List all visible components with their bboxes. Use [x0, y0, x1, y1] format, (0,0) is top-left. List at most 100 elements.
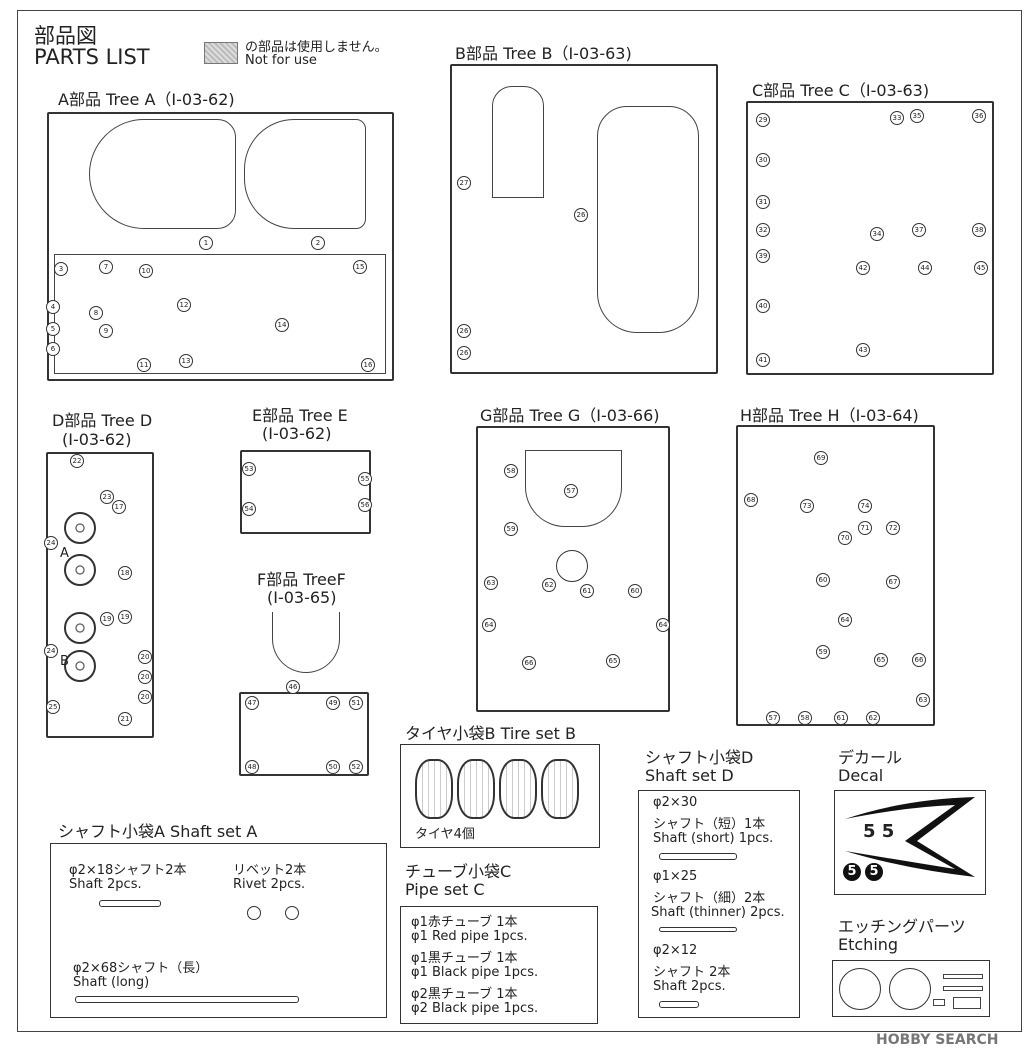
decal-sheet: 5 5 5 5 — [834, 790, 986, 895]
part-number-39: 39 — [756, 249, 770, 263]
tree-d-title: D部品 Tree D — [52, 411, 153, 430]
shaft-en: Shaft 2pcs. — [653, 979, 726, 994]
pipe-c-title-jp: チューブ小袋C — [405, 862, 512, 881]
part-number-32: 32 — [756, 223, 770, 237]
part-number-1: 1 — [199, 236, 213, 250]
decal-circle-number: 5 — [843, 863, 861, 881]
part-number-49: 49 — [326, 696, 340, 710]
part-number-40: 40 — [756, 299, 770, 313]
decal-title-jp: デカール — [838, 748, 903, 767]
shaft-thin — [659, 927, 737, 932]
part-number-23: 23 — [100, 490, 114, 504]
pipe-line: φ1 Red pipe 1pcs. — [411, 929, 528, 944]
shaft-en: Shaft (short) 1pcs. — [653, 831, 774, 846]
sheet-frame — [17, 10, 1022, 1032]
label-a: A — [60, 546, 69, 561]
part-number-4: 4 — [46, 300, 60, 314]
etching-title-jp: エッチングパーツ — [838, 917, 966, 936]
etching-sheet — [832, 960, 990, 1017]
tree-c-title: C部品 Tree C（I-03-63) — [752, 81, 930, 100]
rivet — [285, 906, 299, 920]
tire — [415, 759, 453, 819]
part-number-48: 48 — [245, 760, 259, 774]
part-number-24: 24 — [44, 644, 58, 658]
part-number-12: 12 — [177, 298, 191, 312]
tire-set-title: タイヤ小袋B Tire set B — [405, 724, 576, 743]
shaft-size: φ2×12 — [653, 943, 698, 958]
wheel — [64, 554, 96, 586]
part-number-2: 2 — [311, 236, 325, 250]
part-number-50: 50 — [326, 760, 340, 774]
canopy-part-46 — [272, 612, 340, 673]
part-57 — [525, 450, 622, 527]
part-number-19: 19 — [100, 612, 114, 626]
part-number-34: 34 — [870, 227, 884, 241]
part-number-21: 21 — [118, 712, 132, 726]
part-number-55: 55 — [358, 472, 372, 486]
pipe-line: φ2黒チューブ 1本 — [411, 987, 518, 1002]
part-number-61: 61 — [834, 711, 848, 725]
part-number-69: 69 — [814, 451, 828, 465]
shaft-a-box: φ2×18シャフト2本 Shaft 2pcs. リベット2本 Rivet 2pc… — [50, 843, 387, 1018]
part-number-5: 5 — [46, 322, 60, 336]
rivet-en: Rivet 2pcs. — [233, 877, 306, 892]
part-number-56: 56 — [358, 498, 372, 512]
part-number-59: 59 — [504, 522, 518, 536]
part-number-25: 25 — [46, 700, 60, 714]
part-number-47: 47 — [245, 696, 259, 710]
shaft-a-item1-jp: φ2×18シャフト2本 — [69, 863, 187, 878]
tree-a-lower — [54, 254, 386, 374]
part-number-9: 9 — [99, 324, 113, 338]
part-number-68: 68 — [744, 493, 758, 507]
part-number-45: 45 — [974, 261, 988, 275]
shaft-a-item3-en: Shaft (long) — [73, 975, 150, 990]
part-number-42: 42 — [856, 261, 870, 275]
sprue-ring — [556, 550, 588, 582]
part-number-14: 14 — [275, 318, 289, 332]
shaft-d-title-jp: シャフト小袋D — [645, 748, 754, 767]
tree-e-title: E部品 Tree E — [252, 406, 348, 425]
part-number-66: 66 — [522, 656, 536, 670]
part-number-61: 61 — [580, 584, 594, 598]
etched-plate — [953, 997, 981, 1009]
part-number-64: 64 — [838, 613, 852, 627]
part-number-57: 57 — [564, 484, 578, 498]
part-number-26: 26 — [574, 208, 588, 222]
part-number-63: 63 — [916, 693, 930, 707]
shaft-short — [659, 853, 737, 860]
shaft-12 — [659, 1001, 699, 1008]
tire — [541, 759, 579, 819]
part-number-51: 51 — [349, 696, 363, 710]
part-number-11: 11 — [137, 358, 151, 372]
part-27 — [492, 86, 544, 198]
part-number-36: 36 — [972, 109, 986, 123]
part-number-22: 22 — [70, 454, 84, 468]
legend-en: Not for use — [245, 53, 317, 68]
rivet-jp: リベット2本 — [233, 863, 307, 878]
part-number-33: 33 — [890, 111, 904, 125]
part-number-26: 26 — [457, 324, 471, 338]
etched-plate — [933, 999, 945, 1006]
title-en: PARTS LIST — [34, 45, 150, 69]
tree-b-title: B部品 Tree B（I-03-63) — [455, 44, 632, 63]
part-number-7: 7 — [99, 260, 113, 274]
part-number-60: 60 — [816, 573, 830, 587]
tree-g-title: G部品 Tree G（I-03-66) — [480, 406, 660, 425]
pipe-line: φ2 Black pipe 1pcs. — [411, 1001, 539, 1016]
shaft-a-title: シャフト小袋A Shaft set A — [58, 822, 258, 841]
part-number-53: 53 — [242, 462, 256, 476]
part-number-58: 58 — [504, 464, 518, 478]
tree-h-title: H部品 Tree H（I-03-64) — [740, 406, 919, 425]
etched-ring — [889, 968, 931, 1010]
part-number-67: 67 — [886, 575, 900, 589]
legend-jp: の部品は使用しません。 — [245, 40, 388, 55]
part-number-31: 31 — [756, 195, 770, 209]
part-number-63: 63 — [484, 576, 498, 590]
shaft-jp: シャフト（細）2本 — [653, 891, 766, 906]
etching-title-en: Etching — [838, 935, 899, 954]
part-number-16: 16 — [361, 358, 375, 372]
